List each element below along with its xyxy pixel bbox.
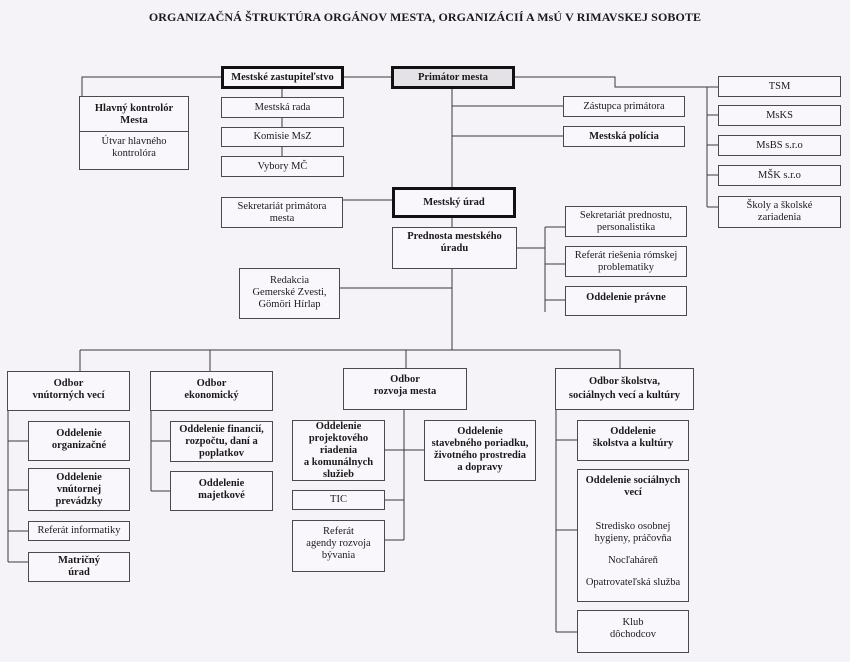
box-primator-mesta: Primátor mesta: [391, 66, 515, 89]
label: MsKS: [766, 109, 793, 121]
label: Sekretariát prednostu, personalistika: [579, 209, 673, 233]
box-mestske-zastupitelstvo: Mestské zastupiteľstvo: [221, 66, 344, 89]
label: Redakcia Gemerské Zvesti, Gömöri Hírlap: [252, 275, 327, 310]
label: Klub dôchodcov: [609, 617, 657, 640]
kontrolor-sub: Útvar hlavného kontrolóra: [101, 136, 167, 159]
label: Mestský úrad: [423, 196, 485, 208]
label: Referát informatiky: [37, 525, 121, 536]
label: Mestské zastupiteľstvo: [231, 71, 334, 83]
socialne-stredisko: Stredisko osobnej hygieny, práčovňa: [594, 521, 672, 544]
box-mestsky-urad: Mestský úrad: [392, 187, 516, 218]
label: Prednosta mestského úradu: [407, 231, 502, 254]
chart-title: ORGANIZAČNÁ ŠTRUKTÚRA ORGÁNOV MESTA, ORG…: [148, 10, 702, 24]
box-referat-romskej: Referát riešenia rómskej problematiky: [565, 246, 687, 277]
label: Oddelenie stavebného poriadku, životného…: [431, 426, 529, 473]
box-oddelenie-stavebneho-poriadku: Oddelenie stavebného poriadku, životného…: [424, 420, 536, 481]
label: Vybory MČ: [257, 160, 308, 172]
box-org-msbs: MsBS s.r.o: [718, 135, 841, 156]
box-oddelenie-vnutornej-prevadzky: Oddelenie vnútornej prevádzky: [28, 468, 130, 511]
label: Matričný úrad: [58, 555, 100, 578]
box-hlavny-kontrolor: Hlavný kontrolór Mesta Útvar hlavného ko…: [79, 96, 189, 170]
socialne-noclaharen: Nocľaháreň: [608, 555, 658, 566]
box-klub-dochodcov: Klub dôchodcov: [577, 610, 689, 653]
label: Referát riešenia rómskej problematiky: [574, 249, 678, 273]
label: MsBS s.r.o: [756, 139, 803, 151]
label: Zástupca primátora: [583, 100, 665, 112]
box-oddelenie-projektoveho-riadenia: Oddelenie projektového riadenia a komuná…: [292, 420, 385, 481]
socialne-opatrovatelska: Opatrovateľská služba: [585, 577, 681, 588]
label: Mestská polícia: [589, 130, 659, 142]
label: TSM: [768, 80, 791, 92]
box-vybory-mc: Vybory MČ: [221, 156, 344, 177]
box-org-msk: MŠK s.r.o: [718, 165, 841, 186]
label: Oddelenie školstva a kultúry: [592, 426, 674, 449]
box-prednosta: Prednosta mestského úradu: [392, 227, 517, 269]
box-sekretariat-primatora: Sekretariát primátora mesta: [221, 197, 343, 228]
label: Primátor mesta: [417, 71, 489, 83]
box-odbor-skolstva: Odbor školstva, sociálnych vecí a kultúr…: [555, 368, 694, 410]
box-org-tsm: TSM: [718, 76, 841, 97]
label: Referát agendy rozvoja bývania: [306, 526, 371, 561]
label: Oddelenie právne: [586, 292, 666, 303]
box-oddelenie-organizacne: Oddelenie organizačné: [28, 421, 130, 461]
label: Sekretariát primátora mesta: [237, 200, 327, 224]
label: Oddelenie projektového riadenia a komuná…: [303, 420, 374, 480]
box-komisie-msz: Komisie MsZ: [221, 127, 344, 147]
box-matricny-urad: Matričný úrad: [28, 552, 130, 582]
box-odbor-vnutornych-veci: Odbor vnútorných vecí: [7, 371, 130, 411]
label: Školy a školské zariadenia: [746, 200, 813, 223]
box-mestska-rada: Mestská rada: [221, 97, 344, 118]
box-zastupca-primatora: Zástupca primátora: [563, 96, 685, 117]
label: Odbor vnútorných vecí: [32, 378, 105, 401]
label: Odbor ekonomický: [184, 378, 239, 401]
label: Oddelenie majetkové: [198, 478, 245, 501]
box-mestska-policia: Mestská polícia: [563, 126, 685, 147]
box-org-msks: MsKS: [718, 105, 841, 126]
socialne-title: Oddelenie sociálnych vecí: [585, 475, 681, 498]
label: TIC: [330, 494, 347, 505]
box-odbor-rozvoja-mesta: Odbor rozvoja mesta: [343, 368, 467, 410]
box-sekretariat-prednostu: Sekretariát prednostu, personalistika: [565, 206, 687, 237]
box-tic: TIC: [292, 490, 385, 510]
box-oddelenie-pravne: Oddelenie právne: [565, 286, 687, 316]
box-oddelenie-socialnych-veci: Oddelenie sociálnych vecí Stredisko osob…: [577, 469, 689, 602]
label: Mestská rada: [254, 101, 311, 113]
kontrolor-title: Hlavný kontrolór Mesta: [80, 97, 188, 132]
box-odbor-ekonomicky: Odbor ekonomický: [150, 371, 273, 411]
label: Oddelenie financií, rozpočtu, daní a pop…: [179, 423, 264, 459]
box-oddelenie-financii: Oddelenie financií, rozpočtu, daní a pop…: [170, 421, 273, 462]
label: Oddelenie vnútornej prevádzky: [55, 472, 103, 507]
box-oddelenie-skolstva-kultury: Oddelenie školstva a kultúry: [577, 420, 689, 461]
label: MŠK s.r.o: [758, 169, 801, 181]
box-redakcia: Redakcia Gemerské Zvesti, Gömöri Hírlap: [239, 268, 340, 319]
box-oddelenie-majetkove: Oddelenie majetkové: [170, 471, 273, 511]
label: Komisie MsZ: [253, 131, 312, 142]
box-referat-informatiky: Referát informatiky: [28, 521, 130, 541]
label: Odbor školstva, sociálnych vecí a kultúr…: [568, 376, 681, 401]
box-referat-agendy-byvania: Referát agendy rozvoja bývania: [292, 520, 385, 572]
box-org-skoly: Školy a školské zariadenia: [718, 196, 841, 228]
label: Oddelenie organizačné: [51, 428, 107, 451]
label: Odbor rozvoja mesta: [373, 374, 437, 397]
